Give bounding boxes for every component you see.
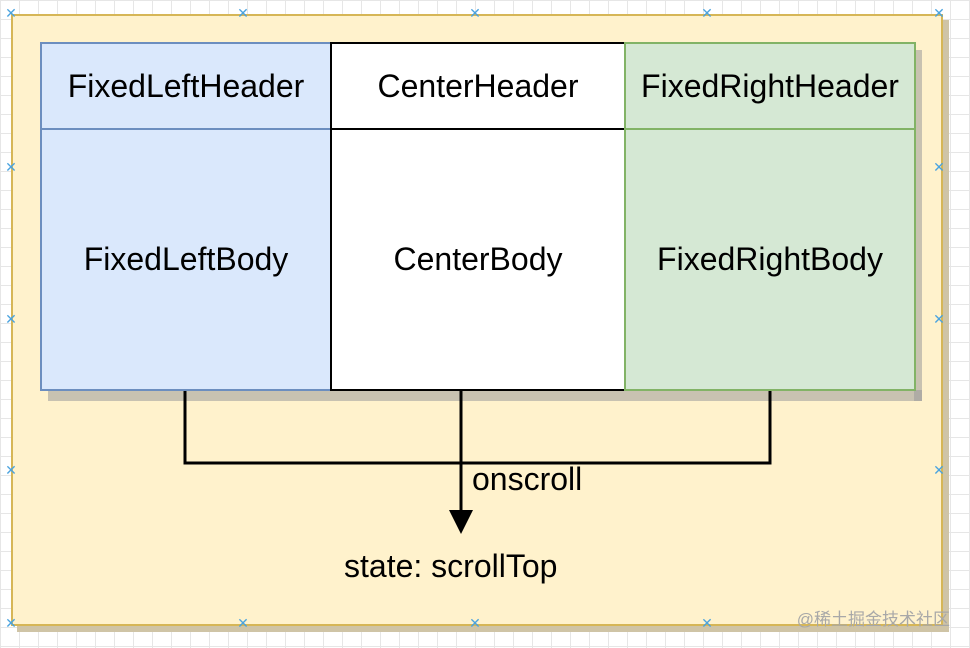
selection-handle-icon[interactable]: ✕ bbox=[701, 5, 713, 21]
selection-handle-icon[interactable]: ✕ bbox=[5, 311, 17, 327]
selection-handle-icon[interactable]: ✕ bbox=[5, 462, 17, 478]
scroll-connector bbox=[183, 391, 772, 465]
selection-handle-icon[interactable]: ✕ bbox=[237, 615, 249, 631]
fixed-right-header[interactable]: FixedRightHeader bbox=[624, 42, 916, 130]
center-body-label: CenterBody bbox=[393, 241, 563, 277]
selection-handle-icon[interactable]: ✕ bbox=[5, 159, 17, 175]
table-shadow-side bbox=[914, 50, 922, 401]
onscroll-arrowhead bbox=[449, 510, 473, 534]
selection-handle-icon[interactable]: ✕ bbox=[5, 5, 17, 21]
center-header[interactable]: CenterHeader bbox=[330, 42, 626, 130]
center-header-label: CenterHeader bbox=[377, 67, 579, 104]
selection-handle-icon[interactable]: ✕ bbox=[701, 615, 713, 631]
table-shadow bbox=[48, 390, 922, 401]
fixed-right-body-label: FixedRightBody bbox=[657, 241, 883, 277]
selection-handle-icon[interactable]: ✕ bbox=[469, 615, 481, 631]
selection-handle-icon[interactable]: ✕ bbox=[933, 5, 945, 21]
fixed-left-header-label: FixedLeftHeader bbox=[67, 67, 305, 104]
selection-handle-icon[interactable]: ✕ bbox=[933, 462, 945, 478]
selection-handle-icon[interactable]: ✕ bbox=[933, 311, 945, 327]
fixed-left-header[interactable]: FixedLeftHeader bbox=[40, 42, 332, 130]
fixed-left-body-label: FixedLeftBody bbox=[83, 241, 289, 277]
selection-handle-icon[interactable]: ✕ bbox=[469, 5, 481, 21]
selection-handle-icon[interactable]: ✕ bbox=[5, 615, 17, 631]
onscroll-label: onscroll bbox=[472, 461, 583, 497]
fixed-right-body[interactable]: FixedRightBody bbox=[624, 128, 916, 391]
watermark: @稀土掘金技术社区 bbox=[796, 610, 950, 629]
scrolltop-state-label[interactable]: state: scrollTop bbox=[344, 548, 558, 584]
fixed-right-header-label: FixedRightHeader bbox=[641, 67, 899, 104]
selection-handle-icon[interactable]: ✕ bbox=[933, 159, 945, 175]
selection-handle-icon[interactable]: ✕ bbox=[237, 5, 249, 21]
